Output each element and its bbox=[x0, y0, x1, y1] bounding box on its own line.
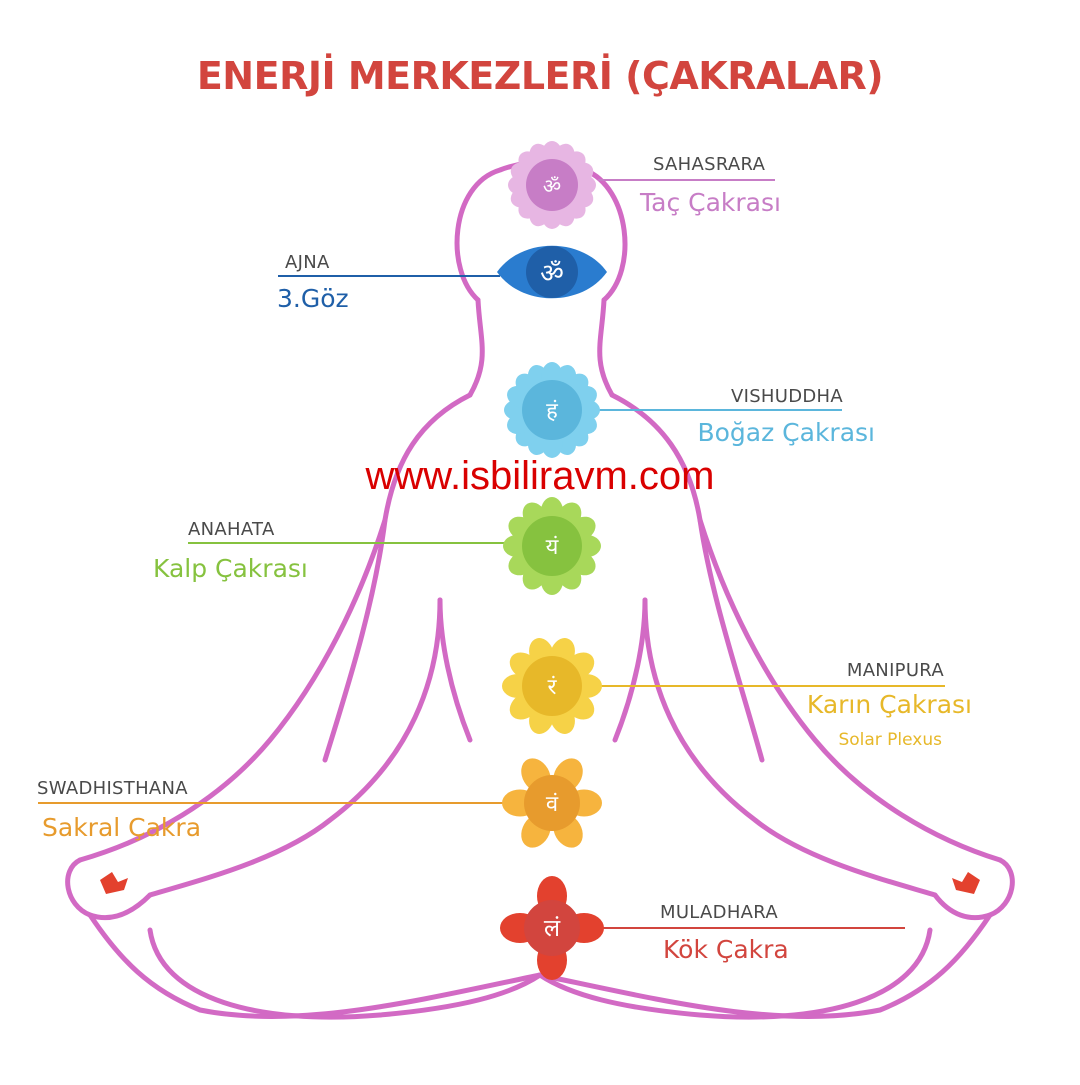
right-arm-outline bbox=[697, 517, 1003, 863]
vishuddha-name-label: Boğaz Çakrası bbox=[697, 418, 875, 447]
chakra-muladhara-syllable: लं bbox=[544, 914, 561, 942]
body-outline bbox=[65, 160, 1015, 1020]
legs-outline bbox=[87, 912, 543, 1019]
right-mudra-icon bbox=[952, 872, 980, 894]
manipura-sanskrit-label: MANIPURA bbox=[846, 660, 944, 681]
chakra-manipura-syllable: रं bbox=[548, 675, 558, 700]
chakra-sahasrara-icon bbox=[508, 141, 596, 229]
chakra-ajna-icon bbox=[497, 245, 607, 299]
leader-lines bbox=[38, 179, 945, 929]
chakra-swadhisthana-syllable: वं bbox=[546, 792, 559, 817]
swadhisthana-name-label: Sakral Çakra bbox=[42, 813, 202, 842]
chakra-core bbox=[524, 900, 580, 956]
chakra-ajna-syllable: ॐ bbox=[540, 259, 564, 289]
sahasrara-name-label: Taç Çakrası bbox=[640, 188, 781, 217]
chakra-muladhara-icon bbox=[500, 876, 604, 980]
chakra-core bbox=[526, 159, 578, 211]
chakra-anahata-syllable: यं bbox=[546, 535, 560, 560]
chakra-core bbox=[524, 775, 580, 831]
sahasrara-sanskrit-label: SAHASRARA bbox=[653, 154, 766, 175]
chakra-vishuddha-syllable: हं bbox=[546, 399, 558, 424]
chakra-core bbox=[522, 516, 582, 576]
page-title: ENERJİ MERKEZLERİ (ÇAKRALAR) bbox=[196, 54, 884, 98]
left-arm-outline bbox=[77, 517, 388, 863]
left-mudra-icon bbox=[100, 872, 128, 894]
torso-outline bbox=[322, 392, 473, 763]
neck-outline bbox=[467, 297, 485, 398]
ajna-name-label: 3.Göz bbox=[277, 284, 349, 313]
muladhara-sanskrit-label: MULADHARA bbox=[660, 902, 778, 923]
watermark-url: www.isbiliravm.com bbox=[365, 454, 715, 498]
anahata-name-label: Kalp Çakrası bbox=[153, 554, 308, 583]
chakra-core bbox=[522, 380, 582, 440]
manipura-name-label: Karın Çakrası bbox=[806, 690, 972, 719]
chakra-core bbox=[522, 656, 582, 716]
chakra-anahata-icon bbox=[503, 497, 601, 595]
ajna-sanskrit-label: AJNA bbox=[285, 252, 330, 273]
vishuddha-sanskrit-label: VISHUDDHA bbox=[730, 386, 843, 407]
chakra-sahasrara-syllable: ॐ bbox=[543, 174, 561, 198]
manipura-sub-label: Solar Plexus bbox=[838, 730, 942, 750]
chakra-swadhisthana-icon bbox=[502, 758, 602, 848]
swadhisthana-sanskrit-label: SWADHISTHANA bbox=[37, 778, 188, 799]
muladhara-name-label: Kök Çakra bbox=[663, 935, 789, 964]
anahata-sanskrit-label: ANAHATA bbox=[188, 519, 275, 540]
chakra-vishuddha-icon bbox=[504, 362, 600, 458]
chakra-manipura-icon bbox=[502, 638, 602, 734]
